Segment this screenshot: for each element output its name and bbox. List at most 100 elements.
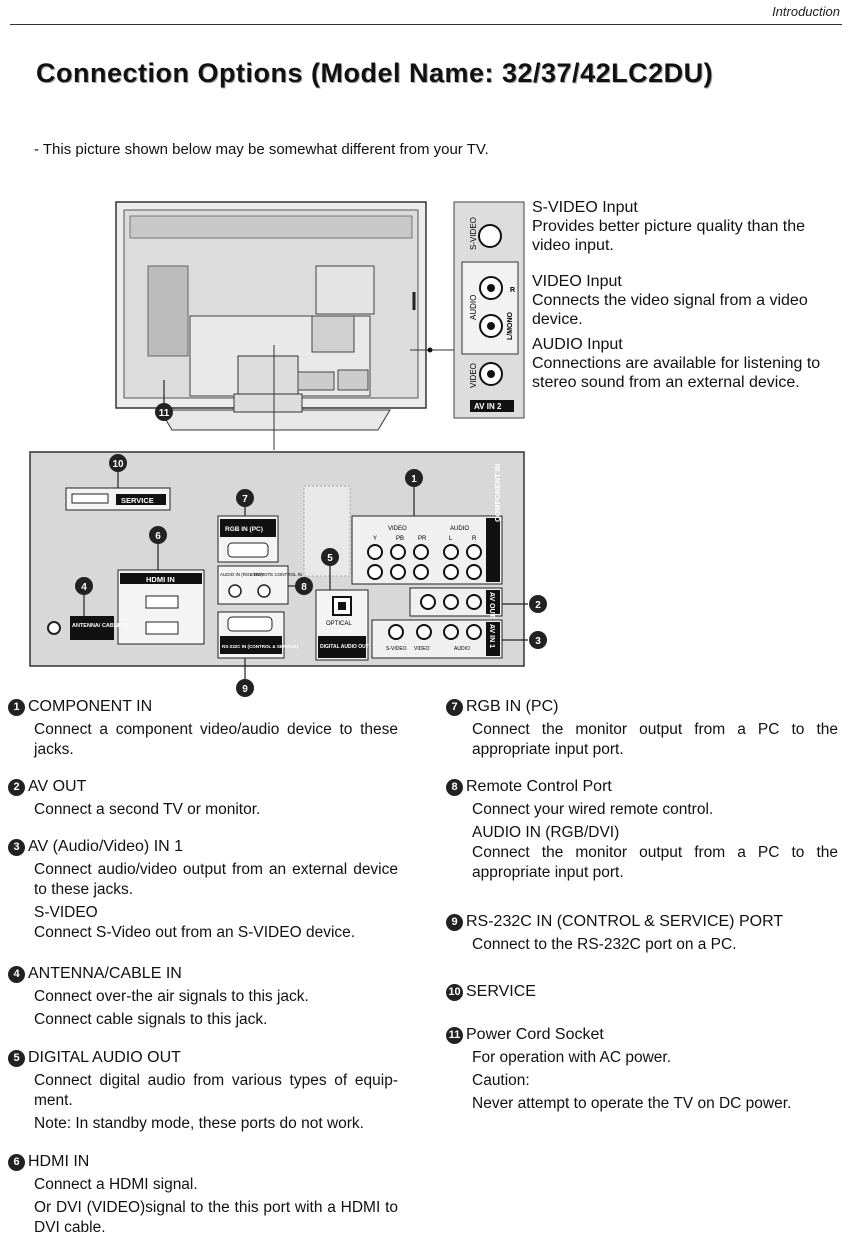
- callout-markers: [75, 403, 547, 697]
- antenna-label: ANTENNA/ CABLE IN: [72, 623, 128, 629]
- callout-lines: [83, 380, 528, 680]
- callout-number-7: 7: [242, 494, 248, 505]
- callout-number-9: 9: [242, 684, 248, 695]
- component-pr-label: PR: [418, 536, 427, 542]
- svideo-input-block: S-VIDEO Input Provides better picture qu…: [532, 198, 832, 255]
- callout-number-4: 4: [81, 582, 87, 593]
- desc-title-power-cord: Power Cord Socket: [466, 1026, 604, 1043]
- desc-body-rs232c: Connect to the RS-232C port on a PC.: [472, 936, 737, 953]
- desc-body-power-2: Caution:: [472, 1072, 530, 1089]
- av-in-1-video-label: VIDEO: [414, 646, 430, 652]
- av-in-2-svideo-label: S-VIDEO: [469, 217, 478, 250]
- svideo-input-desc: Provides better picture quality than the…: [532, 218, 806, 254]
- av-in-2-video-label: VIDEO: [469, 363, 478, 388]
- av-in-2-title-label: AV IN 2: [474, 402, 502, 411]
- service-port-label: SERVICE: [121, 496, 154, 505]
- desc-body-power-1: For operation with AC power.: [472, 1049, 672, 1066]
- digital-audio-label: DIGITAL AUDIO OUT: [320, 644, 369, 650]
- header-divider: [10, 24, 842, 25]
- component-in-label: COMPONENT IN: [493, 464, 502, 522]
- callout-10: [109, 454, 127, 472]
- tv-rear-view: [115, 201, 454, 450]
- av-in-1-audio-label: AUDIO: [454, 646, 470, 652]
- component-l-label: L: [449, 536, 453, 542]
- callout-11: [155, 403, 173, 421]
- callout-4: [75, 577, 93, 595]
- av-out-jacks: [420, 594, 482, 610]
- callout-number-5: 5: [327, 553, 333, 564]
- page-title: Connection Options (Model Name: 32/37/42…: [36, 58, 714, 88]
- desc-num-3: 3: [8, 838, 25, 856]
- desc-title-av-out: AV OUT: [28, 778, 87, 795]
- callout-9: [236, 679, 254, 697]
- optical-label: OPTICAL: [326, 621, 352, 627]
- desc-body-av-in-1: Connect audio/video output from an exter…: [34, 861, 398, 898]
- desc-title-av-in-1: AV (Audio/Video) IN 1: [28, 838, 184, 855]
- desc-body-antenna-1: Connect over-the air signals to this jac…: [34, 988, 309, 1005]
- av-in-2-audio-label: AUDIO: [469, 295, 478, 320]
- desc-body-rgb-in: Connect the monitor output from a PC to …: [472, 721, 838, 758]
- desc-num-6: 6: [8, 1153, 25, 1171]
- desc-subbody-audio-in: Connect the monitor output from a PC to …: [472, 844, 838, 881]
- video-input-title: VIDEO Input: [532, 273, 622, 290]
- av-in-1-jacks: [388, 624, 482, 640]
- audio-in-rgb-label: AUDIO IN (RGB/DVI): [220, 572, 263, 577]
- component-r-label: R: [472, 536, 477, 542]
- video-input-desc: Connects the video signal from a video d…: [532, 292, 808, 328]
- av-in-2-panel: S-VIDEO AUDIO VIDEO L/MONO R AV IN 2: [453, 201, 525, 419]
- hdmi-in-label: HDMI IN: [146, 575, 175, 584]
- connection-diagram: S-VIDEO AUDIO VIDEO L/MONO R AV IN 2 SER…: [29, 201, 547, 697]
- callout-number-6: 6: [155, 531, 161, 542]
- callout-number-1: 1: [411, 474, 417, 485]
- desc-title-remote-control: Remote Control Port: [466, 778, 612, 795]
- callout-numbers: 10 6 4 7 8 9 1 2 3 5 11: [81, 408, 541, 695]
- component-pb-label: PB: [396, 536, 404, 542]
- desc-num-1: 1: [8, 698, 25, 716]
- callout-7: [236, 489, 254, 507]
- desc-body-av-out: Connect a second TV or monitor.: [34, 801, 261, 818]
- svideo-input-title: S-VIDEO Input: [532, 199, 638, 216]
- remote-control-label: REMOTE CONTROL IN: [254, 572, 302, 577]
- desc-title-antenna: ANTENNA/CABLE IN: [28, 965, 182, 982]
- desc-num-9: 9: [446, 913, 463, 931]
- video-input-block: VIDEO Input Connects the video signal fr…: [532, 272, 832, 329]
- av-in-1-svideo-label: S-VIDEO: [386, 646, 407, 652]
- callout-6: [149, 526, 167, 544]
- component-video-header: VIDEO: [388, 526, 407, 532]
- av-in-2-lmono-label: L/MONO: [507, 311, 514, 340]
- desc-num-5: 5: [8, 1049, 25, 1067]
- audio-input-block: AUDIO Input Connections are available fo…: [532, 335, 832, 392]
- desc-num-4: 4: [8, 965, 25, 983]
- picture-note: - This picture shown below may be somewh…: [34, 141, 489, 158]
- desc-body-hdmi-1: Connect a HDMI signal.: [34, 1176, 198, 1193]
- callout-1: [405, 469, 423, 487]
- callout-number-3: 3: [535, 636, 541, 647]
- rs232c-label: RS-232C IN (CONTROL & SERVICE): [222, 644, 299, 649]
- desc-body-component-in: Connect a component video/audio device t…: [34, 721, 398, 758]
- desc-num-10: 10: [446, 983, 463, 1001]
- desc-title-digital-audio: DIGITAL AUDIO OUT: [28, 1049, 181, 1066]
- desc-num-11: 11: [446, 1026, 463, 1044]
- component-audio-header: AUDIO: [450, 526, 469, 532]
- desc-subtitle-svideo: S-VIDEO: [34, 904, 98, 921]
- section-label: Introduction: [772, 4, 840, 19]
- callout-number-10: 10: [112, 459, 124, 470]
- desc-num-8: 8: [446, 778, 463, 796]
- desc-subtitle-audio-in: AUDIO IN (RGB/DVI): [472, 824, 620, 841]
- callout-number-2: 2: [535, 600, 541, 611]
- audio-input-desc: Connections are available for listening …: [532, 355, 821, 391]
- desc-body-remote-control: Connect your wired remote control.: [472, 801, 714, 818]
- av-in-2-r-label: R: [510, 287, 515, 294]
- av-in-1-label: AV IN 1: [488, 624, 495, 648]
- callout-5: [321, 548, 339, 566]
